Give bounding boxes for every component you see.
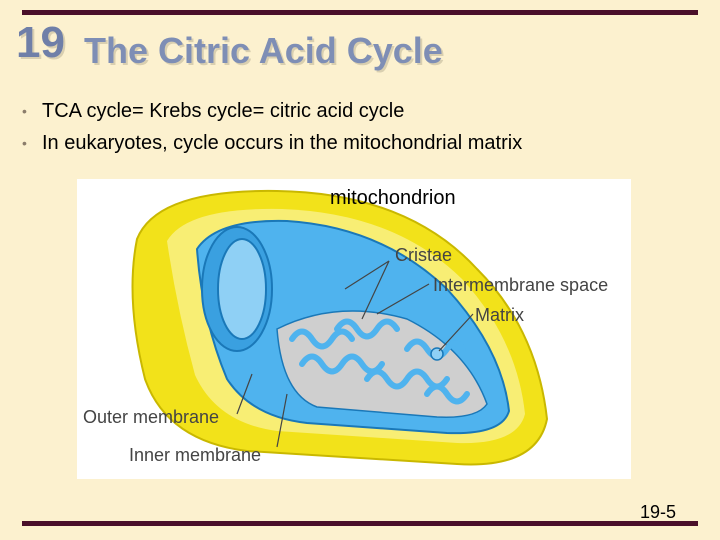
bullet-icon: • — [22, 135, 27, 151]
label-intermembrane-space: Intermembrane space — [433, 275, 609, 295]
bullet-item: • TCA cycle= Krebs cycle= citric acid cy… — [22, 95, 712, 127]
bullet-item: • In eukaryotes, cycle occurs in the mit… — [22, 127, 712, 159]
bullet-text: In eukaryotes, cycle occurs in the mitoc… — [42, 132, 523, 154]
bullet-icon: • — [22, 103, 27, 119]
mitochondrion-figure: mitochondrion Cristae Intermembrane spac… — [77, 179, 631, 479]
label-matrix: Matrix — [475, 305, 524, 325]
bottom-rule — [22, 521, 698, 526]
figure-caption: mitochondrion — [330, 187, 456, 209]
slide-title: The Citric Acid Cycle — [84, 30, 443, 71]
chapter-number: 19 — [16, 18, 65, 67]
label-cristae: Cristae — [395, 245, 453, 265]
top-rule — [22, 10, 698, 15]
slide-number: 19-5 — [640, 502, 677, 522]
bullet-text: TCA cycle= Krebs cycle= citric acid cycl… — [42, 100, 405, 122]
bullet-list: • TCA cycle= Krebs cycle= citric acid cy… — [22, 95, 712, 159]
label-inner-membrane: Inner membrane — [129, 445, 262, 465]
mitochondrion-illustration — [131, 189, 549, 466]
label-outer-membrane: Outer membrane — [83, 407, 220, 427]
